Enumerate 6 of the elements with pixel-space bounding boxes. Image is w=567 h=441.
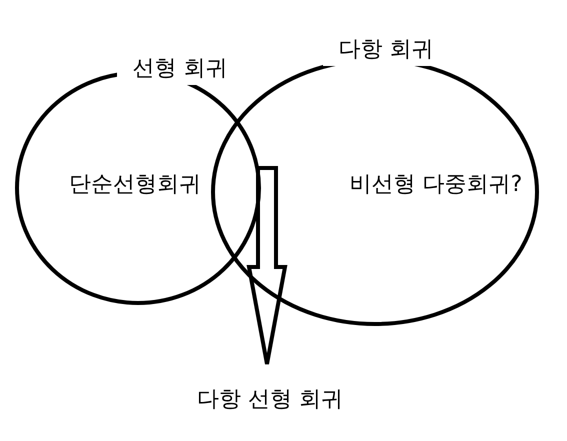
set-label: 비선형 다중회귀? [350,171,522,199]
set-heading: 선형 회귀 [132,55,228,83]
set-label: 단순선형회귀 [69,171,201,199]
set-heading: 다항 회귀 [338,36,434,64]
block-arrow [246,166,288,366]
result-label: 다항 선형 회귀 [170,380,370,420]
